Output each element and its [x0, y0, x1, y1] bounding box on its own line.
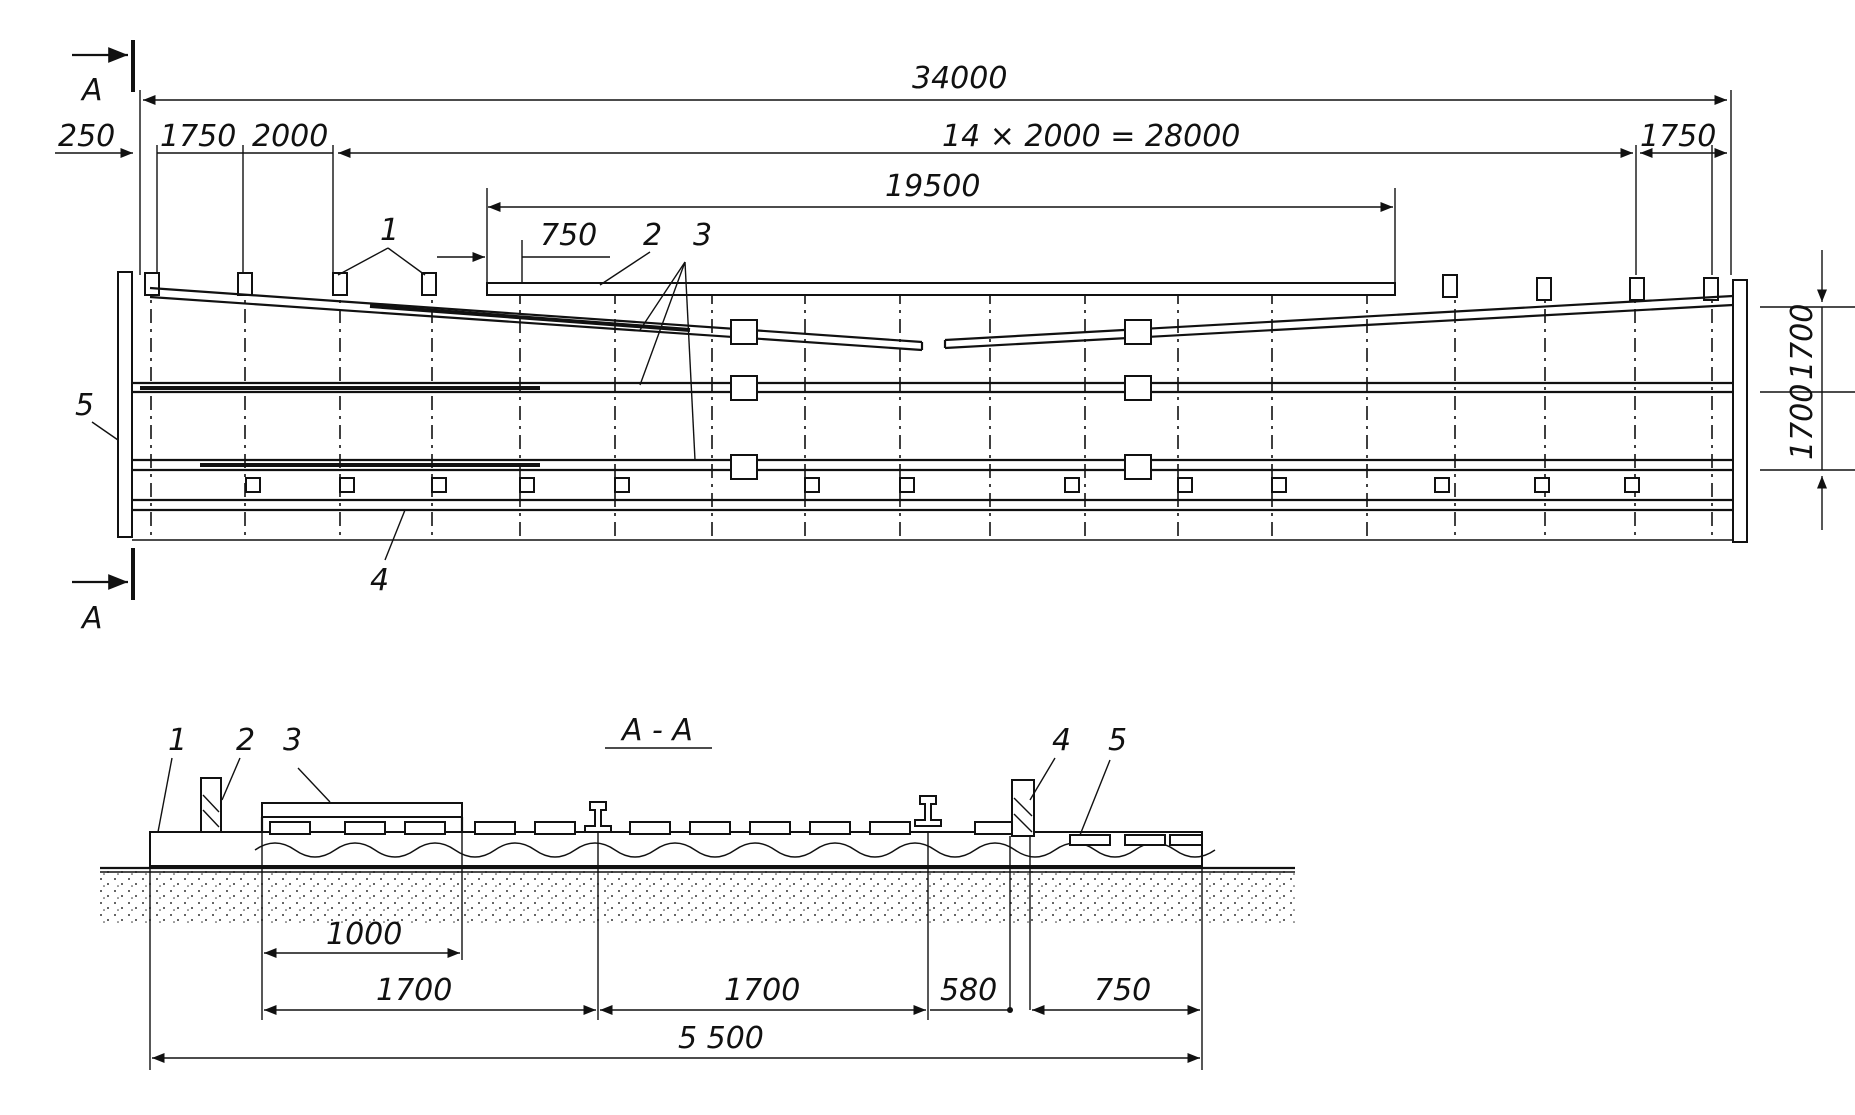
section-callout-2: 2 [236, 723, 255, 758]
section-callout-1: 1 [168, 723, 187, 758]
section-mark-top: A [72, 40, 135, 108]
posts [144, 272, 1719, 301]
section-callouts: 1 2 3 4 5 [157, 723, 1127, 836]
dimension-1000-label: 1000 [326, 917, 402, 952]
section-mark-bottom: A [72, 548, 135, 636]
section-mark-label-bottom: A [80, 601, 103, 636]
dimension-5500-label: 5 500 [678, 1021, 764, 1056]
plan-callout-1: 1 [380, 213, 399, 248]
section-sleepers [269, 821, 1203, 846]
dimension-1700a-label: 1700 [376, 973, 452, 1008]
plan-callout-2: 2 [643, 218, 662, 253]
dimension-1700b-label: 1700 [724, 973, 800, 1008]
dimension-deck-label: 19500 [885, 169, 980, 204]
dimension-750-label: 750 [540, 218, 597, 253]
dimension-1700-top-label: 1700 [1785, 304, 1820, 380]
dimension-total: 34000 [139, 61, 1732, 275]
plan-callout-5: 5 [75, 388, 94, 423]
dimension-580-label: 580 [940, 973, 997, 1008]
deck-platform [486, 282, 1396, 296]
section-dimensions: 1000 1700 1700 580 750 5 500 [149, 832, 1203, 1070]
plan-callout-4: 4 [370, 563, 389, 598]
dimension-250-label: 250 [58, 119, 115, 154]
dimension-deck: 19500 750 [437, 169, 1396, 290]
section-deck [261, 802, 463, 818]
dimension-1750-right-label: 1750 [1640, 119, 1716, 154]
end-beam-right [1732, 279, 1748, 543]
dimension-total-label: 34000 [912, 61, 1007, 96]
joint-connectors [730, 319, 1152, 480]
section-title: A - A [620, 713, 693, 748]
section-post-left [200, 777, 222, 833]
dimension-row-2: 250 1750 2000 14 × 2000 = 28000 1750 [55, 119, 1727, 275]
dimension-2000-label: 2000 [252, 119, 328, 154]
ramps [149, 286, 1734, 352]
plan-callouts: 1 2 3 4 5 [75, 213, 712, 598]
section-callout-4: 4 [1052, 723, 1071, 758]
dimension-repeat-label: 14 × 2000 = 28000 [942, 119, 1240, 154]
section-post-right [1011, 779, 1035, 837]
plan-callout-3: 3 [693, 218, 712, 253]
dimension-track-spacing: 1700 1700 [1760, 250, 1855, 530]
ground-fill [100, 870, 1295, 925]
rails [132, 381, 1733, 541]
rail-chairs [245, 477, 1640, 493]
section-view: A - A [100, 713, 1295, 1070]
dimension-750-section-label: 750 [1094, 973, 1151, 1008]
section-rails [584, 795, 942, 833]
plan-view: A A 34000 250 1750 2000 14 × 2000 = 2800… [55, 40, 1855, 636]
dimension-1750-left-label: 1750 [160, 119, 236, 154]
end-beam-left [117, 271, 133, 538]
slab-body [149, 831, 1203, 867]
dimension-1700-bottom-label: 1700 [1785, 384, 1820, 460]
section-callout-3: 3 [283, 723, 302, 758]
section-callout-5: 5 [1108, 723, 1127, 758]
section-mark-label-top: A [80, 73, 103, 108]
